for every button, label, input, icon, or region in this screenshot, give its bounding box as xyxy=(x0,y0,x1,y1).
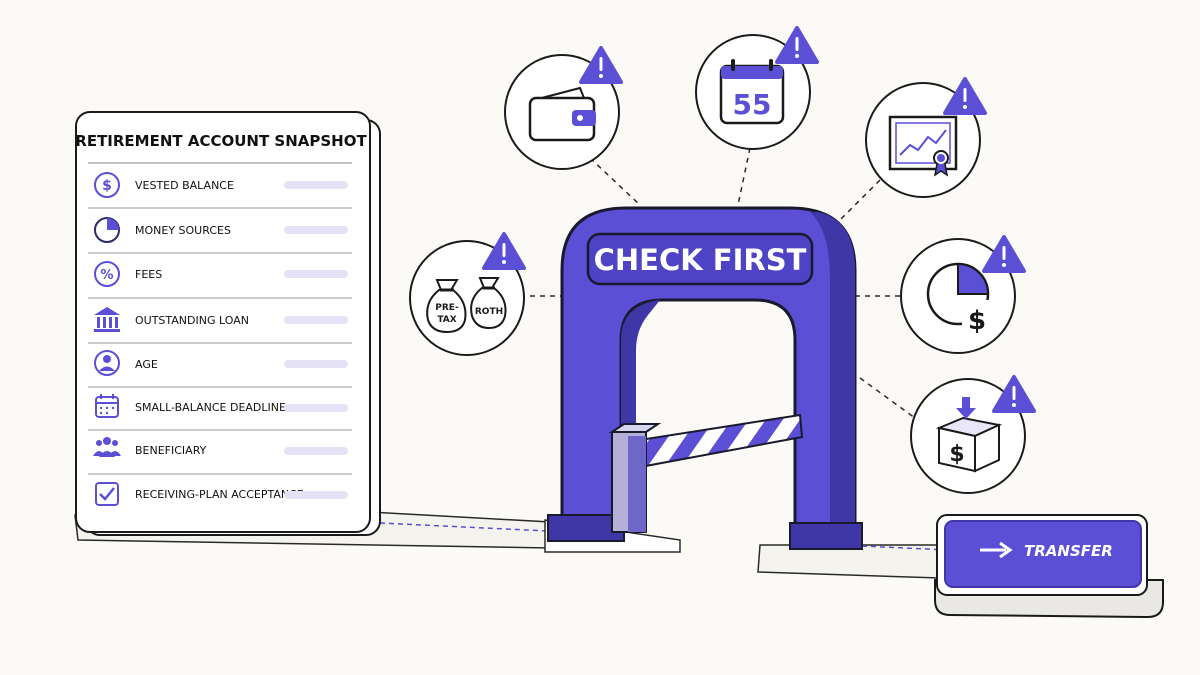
box-dollar-icon: $ xyxy=(935,397,1003,473)
transfer-button[interactable]: TRANSFER xyxy=(934,514,1164,619)
warning-icon xyxy=(982,235,1026,273)
gate-label: CHECK FIRST xyxy=(594,243,807,277)
snapshot-title: RETIREMENT ACCOUNT SNAPSHOT xyxy=(75,132,367,150)
fees-check: $ xyxy=(900,235,1026,354)
bag-label-tax: TAX xyxy=(437,315,456,325)
warning-icon xyxy=(775,26,819,64)
rollover-check: $ xyxy=(910,375,1036,494)
calendar-icon xyxy=(95,394,119,418)
snapshot-row: MONEY SOURCES xyxy=(88,217,352,254)
snapshot-row: BENEFICIARY xyxy=(88,437,352,475)
row-label-age: AGE xyxy=(135,358,158,371)
row-label-vested-balance: VESTED BALANCE xyxy=(135,179,234,192)
bag-label-pre: PRE- xyxy=(435,303,459,313)
row-label-fees: FEES xyxy=(135,268,162,281)
warning-icon xyxy=(482,232,526,270)
warning-icon xyxy=(943,77,987,115)
row-label-money-sources: MONEY SOURCES xyxy=(135,224,231,237)
snapshot-row: $ VESTED BALANCE xyxy=(88,172,352,209)
row-label-beneficiary: BENEFICIARY xyxy=(135,444,207,457)
rollover-dollar: $ xyxy=(949,442,964,467)
transfer-label: TRANSFER xyxy=(1024,542,1113,560)
snapshot-row: % FEES xyxy=(88,261,352,299)
dollar-circle-icon xyxy=(94,172,120,198)
bag-label-roth: ROTH xyxy=(475,307,503,317)
row-label-receiving-plan-acceptance: RECEIVING-PLAN ACCEPTANCE xyxy=(135,488,304,501)
row-label-small-balance-deadline: SMALL-BALANCE DEADLINE xyxy=(135,401,286,414)
certificate-icon xyxy=(888,115,958,177)
age-number: 55 xyxy=(733,88,772,121)
certificate-check xyxy=(865,77,987,198)
check-first-gate: CHECK FIRST xyxy=(547,206,863,550)
checkbox-icon xyxy=(95,482,119,506)
row-label-outstanding-loan: OUTSTANDING LOAN xyxy=(135,314,249,327)
wallet-icon xyxy=(528,86,596,142)
calendar-icon: 55 xyxy=(719,59,785,125)
age-check: 55 xyxy=(695,26,819,150)
wallet-check xyxy=(504,46,623,170)
warning-icon xyxy=(579,46,623,84)
fees-dollar: $ xyxy=(968,306,986,336)
svg-text:$: $ xyxy=(102,178,112,194)
snapshot-row: SMALL-BALANCE DEADLINE xyxy=(88,394,352,431)
people-icon xyxy=(93,437,121,457)
pie-chart-icon xyxy=(94,217,120,243)
snapshot-row: OUTSTANDING LOAN xyxy=(88,307,352,344)
warning-icon xyxy=(992,375,1036,413)
svg-text:%: % xyxy=(100,268,113,283)
snapshot-card: RETIREMENT ACCOUNT SNAPSHOT $ VESTED BAL… xyxy=(75,111,381,536)
arrow-right-icon xyxy=(980,541,1013,559)
snapshot-row: AGE xyxy=(88,350,352,388)
connector-lines xyxy=(520,147,916,419)
pie-dollar-icon: $ xyxy=(926,262,992,336)
person-icon xyxy=(94,350,120,376)
money-sources-check: PRE- TAX ROTH xyxy=(409,232,526,356)
barrier-gate xyxy=(608,413,804,533)
percent-icon xyxy=(94,261,120,287)
bank-icon xyxy=(94,307,120,332)
money-bags-icon: PRE- TAX ROTH xyxy=(426,277,507,334)
snapshot-row: RECEIVING-PLAN ACCEPTANCE xyxy=(95,482,348,506)
